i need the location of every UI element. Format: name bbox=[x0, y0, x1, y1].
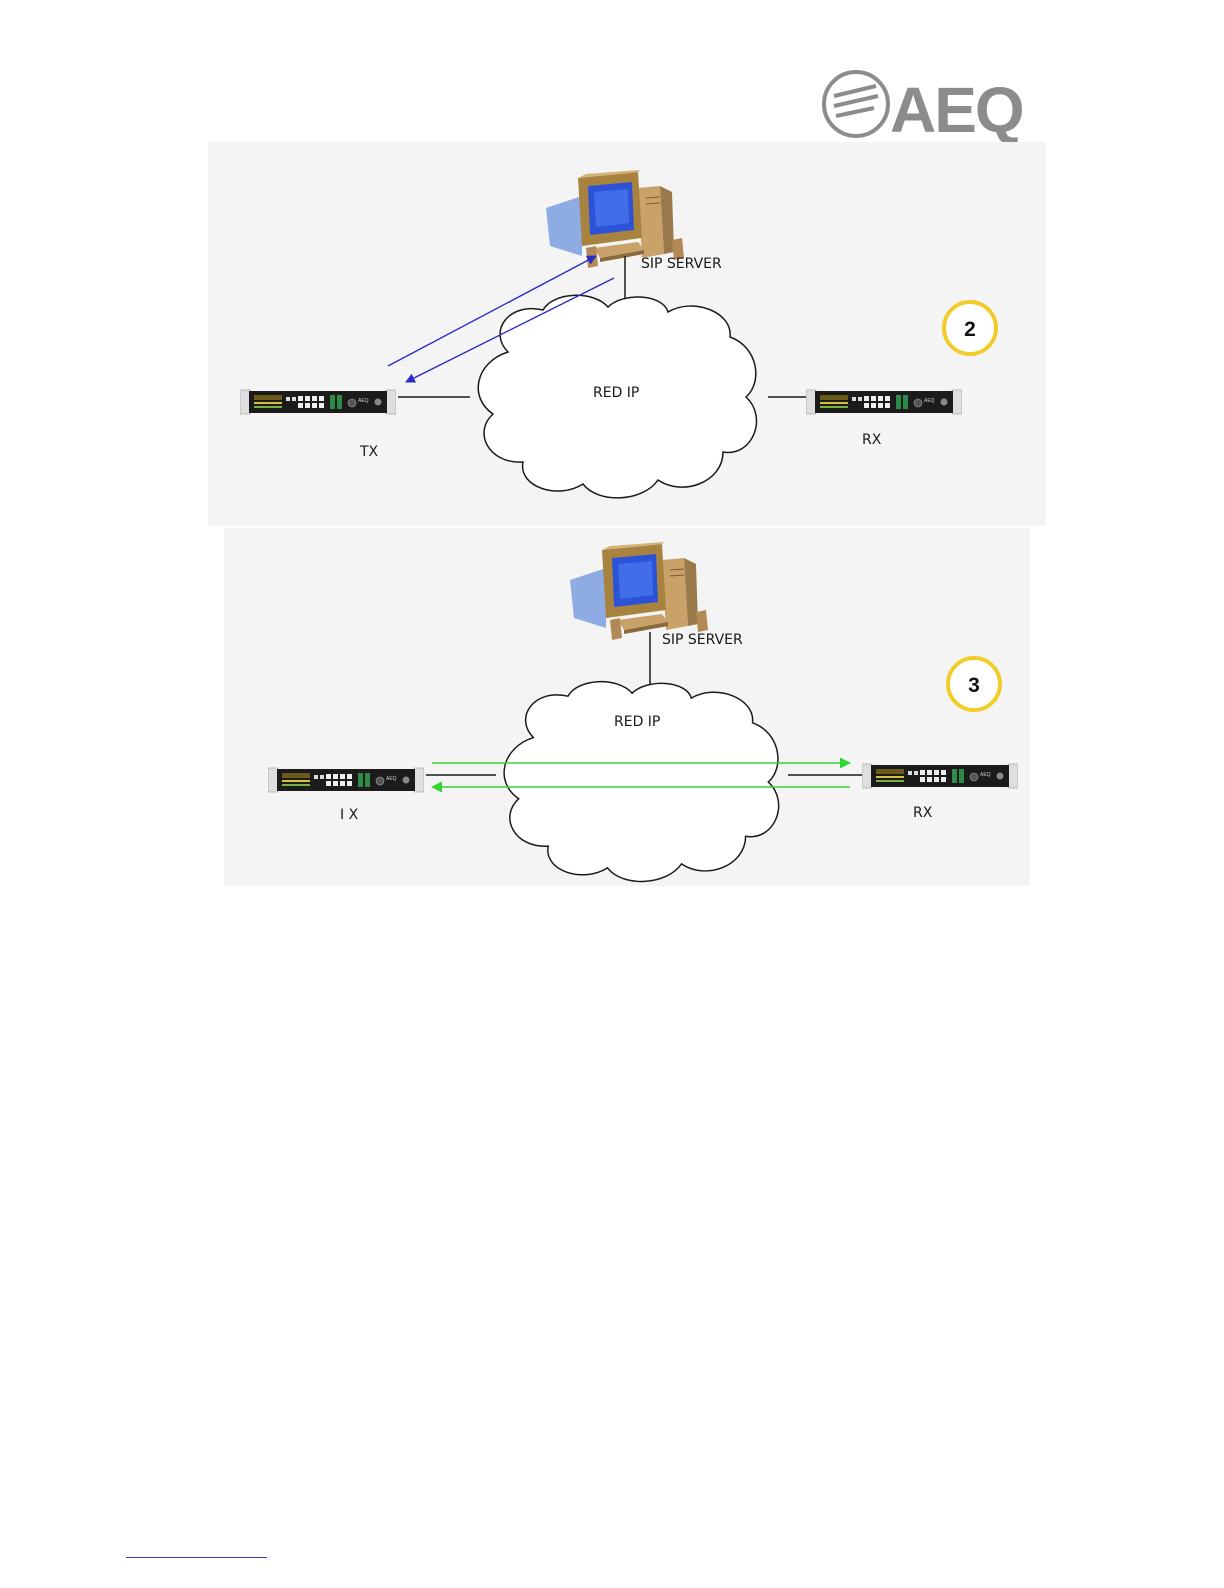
rx-codec-unit bbox=[862, 764, 1018, 788]
logo-text: AEQ bbox=[890, 74, 1023, 146]
diagram-step-3: SIP SERVER RED IP I X RX 3 bbox=[224, 528, 1030, 886]
step-badge-3: 3 bbox=[948, 658, 1000, 710]
step-number: 3 bbox=[968, 674, 980, 697]
tx-codec-unit bbox=[240, 390, 396, 414]
aeq-logo: AEQ bbox=[824, 72, 1023, 146]
rx-label: RX bbox=[862, 432, 882, 448]
diagram-step-2: SIP SERVER RED IP TX RX 2 bbox=[208, 142, 1046, 526]
rx-label: RX bbox=[913, 805, 933, 821]
step-number: 2 bbox=[964, 318, 976, 341]
sip-server-label: SIP SERVER bbox=[662, 632, 743, 648]
step-badge-2: 2 bbox=[944, 302, 996, 354]
network-label: RED IP bbox=[593, 385, 639, 401]
footnote-divider bbox=[126, 1557, 267, 1558]
rx-codec-unit bbox=[806, 390, 962, 414]
tx-codec-unit bbox=[268, 768, 424, 792]
sip-server-label: SIP SERVER bbox=[641, 256, 722, 272]
network-label: RED IP bbox=[614, 714, 660, 730]
tx-label: TX bbox=[359, 444, 379, 460]
tx-label: I X bbox=[340, 807, 359, 823]
